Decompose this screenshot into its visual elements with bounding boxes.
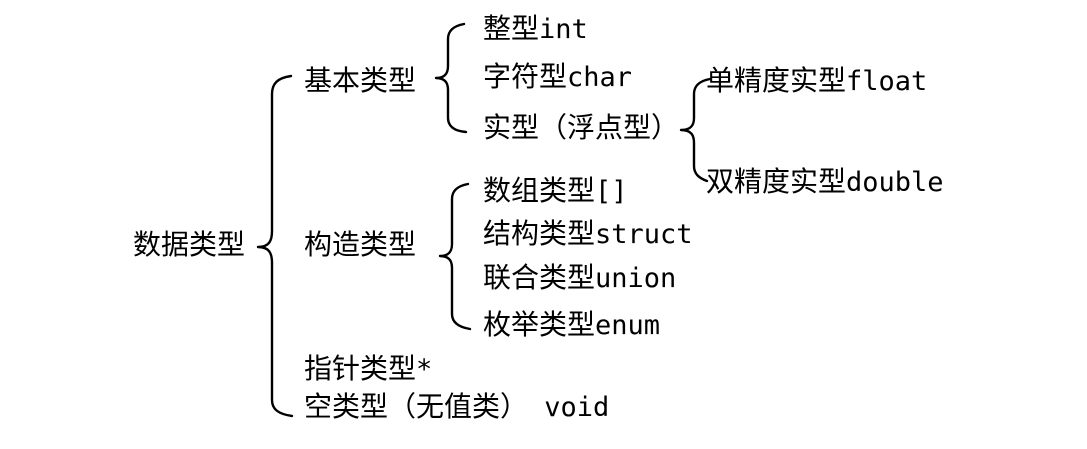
node-union-type: 联合类型union — [483, 263, 677, 294]
node-real-type-label: 实型（浮点型） — [483, 113, 680, 144]
node-pointer-type-label: 指针类型 — [304, 354, 417, 385]
node-construct-type-label: 构造类型 — [304, 230, 417, 261]
brace-construct — [438, 182, 472, 331]
node-int-type-label: 整型 — [483, 14, 540, 45]
node-data-type: 数据类型 — [133, 232, 245, 260]
node-void-type-label: 空类型（无值类） — [304, 392, 529, 423]
node-char-type-label: 字符型 — [483, 62, 568, 93]
node-basic-type-label: 基本类型 — [304, 66, 417, 97]
node-construct-type: 构造类型 — [304, 232, 416, 260]
node-void-type: 空类型（无值类） void — [304, 392, 610, 423]
node-basic-type: 基本类型 — [304, 68, 416, 96]
node-double-type: 双精度实型double — [706, 167, 944, 198]
brace-basic — [434, 22, 468, 134]
node-pointer-type: 指针类型* — [304, 354, 433, 385]
node-struct-type: 结构类型struct — [483, 219, 693, 250]
node-enum-type: 枚举类型enum — [483, 310, 661, 341]
brace-real — [679, 77, 712, 183]
node-float-type: 单精度实型float — [706, 66, 928, 97]
node-enum-type-label: 枚举类型 — [483, 310, 596, 341]
node-int-type: 整型int — [483, 14, 588, 45]
node-struct-type-label: 结构类型 — [483, 219, 596, 250]
node-union-type-label: 联合类型 — [483, 263, 596, 294]
node-array-type: 数组类型[] — [483, 176, 628, 207]
brace-root — [256, 74, 294, 418]
node-double-type-label: 双精度实型 — [706, 167, 847, 198]
node-real-type: 实型（浮点型） — [483, 115, 679, 143]
node-array-type-label: 数组类型 — [483, 176, 596, 207]
node-float-type-label: 单精度实型 — [706, 66, 847, 97]
node-char-type: 字符型char — [483, 62, 633, 93]
node-data-type-label: 数据类型 — [133, 230, 246, 261]
